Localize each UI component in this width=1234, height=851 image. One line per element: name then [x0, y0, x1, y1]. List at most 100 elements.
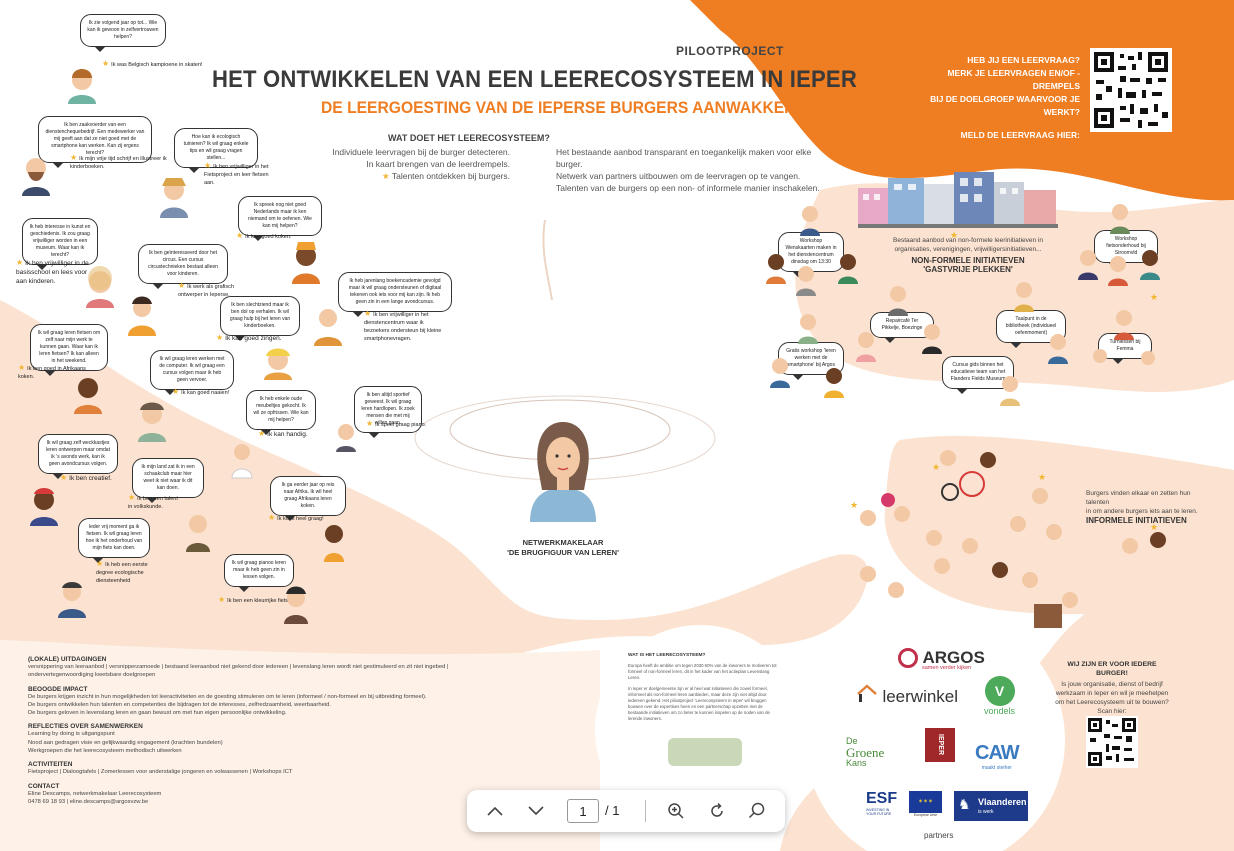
speech-bubble: Repaircafé Ter Pikkelje, Boezinge: [870, 312, 934, 343]
star-icon: ★: [1150, 293, 1158, 303]
speech-bubble: Ik wil graag zelf weckkastjes leren ontw…: [38, 434, 118, 479]
center-heading: WAT IS HET LEERECOSYSTEEM?: [628, 653, 706, 658]
vlaanderen-logo: ♞ Vlaanderen is werk: [954, 791, 1028, 821]
right-info-block: WIJ ZIJN ER VOOR IEDERE BURGER! Is jouw …: [1052, 660, 1172, 716]
page-subtitle: DE LEERGOESTING VAN DE IEPERSE BURGERS A…: [321, 98, 823, 117]
star-icon: ★: [96, 559, 104, 568]
wat-doet-line: Individuele leervragen bij de burger det…: [332, 147, 510, 157]
speech-bubble: Ik ben geïnteresseerd door het circus. E…: [138, 244, 228, 289]
star-icon: ★: [16, 258, 24, 267]
informeel-block: Burgers vinden elkaar en zetten hun tale…: [1086, 489, 1206, 525]
wat-doet-right: Het bestaande aanbod transparant en toeg…: [556, 146, 826, 194]
argos-logo: ARGOS samen verder kijken: [898, 648, 985, 671]
talent-line: ★Ik ben creatief.: [60, 473, 112, 483]
talent-line: ★Ik was Belgisch kampioene in skaten!: [102, 59, 203, 69]
speech-bubble: Ik ben altijd sportief geweest. Ik wil g…: [354, 386, 422, 438]
talent-line: ★Ik werk als grafisch ontwerper in Ieper…: [178, 281, 234, 299]
star-icon: ★: [204, 161, 212, 170]
kicker: PILOOTPROJECT: [676, 44, 784, 58]
makelaar-line: NETWERKMAKELAAR: [522, 538, 604, 547]
intro-line: organisaties, verenigingen, vrijwilliger…: [894, 246, 1042, 253]
speech-bubble: Ik heb interesse in kunst en geschiedeni…: [22, 218, 98, 270]
left-info-block: (LOKALE) UITDAGINGEN versnippering van l…: [28, 656, 468, 806]
lion-icon: ♞: [958, 796, 971, 812]
cta-line: BIJ DE DOELGROEP WAARVOOR JE WERKT?: [930, 94, 1080, 117]
talent-line: ★Ik kan goed zingen.: [216, 333, 282, 343]
section-text: De burgers krijgen inzicht in hun mogeli…: [28, 693, 427, 700]
talent-line: ★Ik ben een kleurrijke fietsrijder.: [218, 595, 302, 605]
cta-line: HEB JIJ EEN LEERVRAAG?: [967, 55, 1080, 65]
right-line: om het Leerecosysteem uit te bouwen?: [1055, 699, 1169, 706]
wat-doet-line: Netwerk van partners uitbouwen om de lee…: [556, 171, 801, 181]
section-text: Fietsproject | Dialoogtafels | Zomerless…: [28, 769, 293, 776]
star-icon: ★: [102, 59, 110, 68]
center-info-block: WAT IS HET LEERECOSYSTEEM? Europa heeft …: [628, 653, 778, 722]
section-text: versnippering van leeraanbod | versnippe…: [28, 664, 449, 670]
esf-logo: ESF INVESTING IN YOUR FUTURE: [866, 790, 898, 816]
informeel-heading: INFORMELE INITIATIEVEN: [1086, 516, 1187, 525]
section-text: De burgers geloven in levenslang leren e…: [28, 710, 287, 717]
rotate-button[interactable]: [705, 799, 729, 823]
page-title: HET ONTWIKKELEN VAN EEN LEERECOSYSTEEM I…: [212, 66, 857, 93]
speech-bubble: Ik heb enkele oude meubeltjes gekocht. I…: [246, 390, 316, 435]
talent-line: ★Ik ben vrijwilliger in het dienstencent…: [364, 309, 442, 343]
speech-bubble: Hoe kan ik ecologisch tuinieren? Ik wil …: [174, 128, 258, 173]
speech-bubble: Ik ben zaakvoerder van een dienstenchequ…: [38, 116, 152, 168]
star-icon: ★: [950, 231, 958, 241]
section-text: Learning by doing is uitgangspunt: [28, 731, 115, 738]
qr-code-icon[interactable]: [1086, 716, 1138, 768]
argos-logo-icon: [898, 648, 918, 668]
section-heading: CONTACT: [28, 782, 60, 790]
netwerkmakelaar-label: NETWERKMAKELAAR 'DE BRUGFIGUUR VAN LEREN…: [488, 538, 638, 558]
partners-label: partners: [924, 831, 954, 840]
star-icon: ★: [366, 419, 374, 428]
house-icon: [857, 684, 877, 702]
center-paragraph: In Ieper er doelgemeente zijn er al heel…: [628, 686, 770, 721]
speech-bubble: Ik mijn land zat ik in een schaakclub ma…: [132, 458, 204, 503]
right-line: werkzaam in Ieper en wil je meehelpen: [1055, 690, 1169, 697]
avatar: [22, 69, 1166, 766]
star-icon: ★: [268, 513, 276, 522]
right-line: Is jouw organisatie, dienst of bedrijf: [1061, 681, 1163, 688]
section-text: 0478 69 18 93 | eline.descamps@argosvzw.…: [28, 798, 149, 805]
wat-doet-line: In kaart brengen van de leerdrempels.: [366, 159, 510, 169]
talent-line: ★Ik ben vrijwilliger in de basisschool e…: [16, 258, 89, 285]
cta-line: MELD DE LEERVRAAG HIER:: [960, 130, 1080, 140]
speech-bubble: Ik ben slechtziend maar ik ben dol op ve…: [220, 296, 300, 341]
previous-page-button[interactable]: [483, 799, 507, 823]
speech-bubble: Ik zie volgend jaar op tot... Wie kan ik…: [80, 14, 166, 52]
speech-bubble: Ik spreek nog niet goed Nederlands maar …: [238, 196, 322, 241]
search-button[interactable]: [745, 799, 769, 823]
star-icon: ★: [236, 231, 244, 240]
star-icon: ★: [932, 463, 940, 473]
wat-doet-line: Het bestaande aanbod transparant en toeg…: [556, 147, 812, 169]
talent-line: ★Ik heb een eerste degree ecologische di…: [96, 559, 148, 585]
informeel-line: in om andere burgers iets aan te leren.: [1086, 508, 1198, 515]
star-icon: ★: [382, 171, 390, 181]
star-icon: ★: [178, 281, 186, 290]
zoom-in-button[interactable]: [664, 799, 688, 823]
toolbar-divider: [645, 800, 646, 822]
star-icon: ★: [18, 363, 26, 372]
talent-line: ★Ik speel graag piano.: [366, 419, 427, 429]
speech-bubble: Ik ga eerder jaar op reis naar Afrika. I…: [270, 476, 346, 521]
section-heading: BEOOGDE IMPACT: [28, 685, 88, 693]
page-number-input[interactable]: 1: [567, 799, 599, 823]
speech-bubble: Ik wil graag leren fietsen om zelf naar …: [30, 324, 108, 376]
talent-line: ★Ik mijn vrije tijd schrijf en illustree…: [70, 153, 167, 171]
talent-line: ★Ik kook heel graag!: [268, 513, 324, 523]
star-icon: ★: [128, 493, 136, 502]
next-page-button[interactable]: [524, 799, 548, 823]
section-text: Werkgroepen die het leerecosysteem metho…: [28, 748, 182, 755]
star-icon: ★: [70, 153, 78, 162]
section-heading: REFLECTIES OVER SAMENWERKEN: [28, 723, 143, 731]
zoom-in-icon: [668, 803, 684, 819]
netwerkmakelaar-illustration: [530, 422, 596, 522]
non-formeel-intro: Bestaand aanbod van non-formele leerinit…: [868, 236, 1068, 274]
vondels-logo: V vondels: [984, 676, 1015, 716]
speech-bubble: Ik heb jarenlang boekencademie gevolgd m…: [338, 272, 452, 317]
star-icon: ★: [216, 333, 224, 342]
groene-kans-logo: De Groene Kans: [846, 736, 885, 768]
qr-code-icon[interactable]: [1090, 48, 1172, 132]
